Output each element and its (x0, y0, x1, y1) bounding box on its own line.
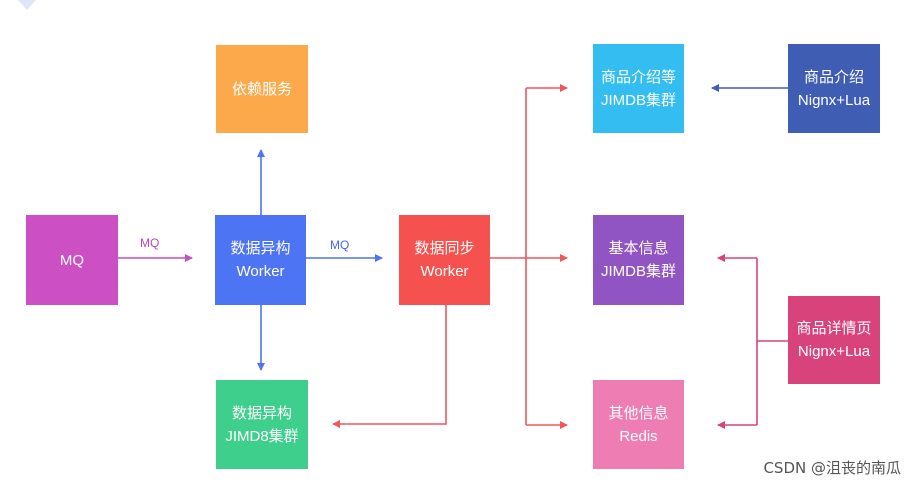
node-label-line: Worker (420, 263, 469, 280)
node-label-line: MQ (59, 251, 85, 269)
node-basic-jimdb: 基本信息 JIMDB集群 (593, 215, 684, 305)
node-label-line: 基本信息 (608, 240, 669, 257)
node-mq: MQ (26, 215, 118, 305)
node-detail-nginx: 商品详情页 Nignx+Lua (788, 296, 880, 384)
node-intro-nginx: 商品介绍 Nignx+Lua (788, 44, 880, 133)
node-label-line: 数据异构 (231, 404, 292, 422)
node-label-line: 商品介绍 (803, 68, 864, 86)
node-label-line: 商品介绍等 (600, 68, 676, 86)
watermark: CSDN @沮丧的南瓜 (763, 459, 901, 477)
node-label-line: Worker (236, 263, 285, 280)
edge-label-mq-2: MQ (330, 238, 350, 252)
node-label-line: 数据同步 (414, 240, 475, 257)
node-label-line: 商品详情页 (796, 320, 872, 337)
node-label-line: JIMDB集群 (600, 263, 676, 280)
node-intro-jimdb: 商品介绍等 JIMDB集群 (593, 44, 684, 133)
node-label-line: Redis (619, 427, 658, 445)
node-label-line: 依赖服务 (231, 80, 292, 98)
corner-marker (18, 0, 36, 10)
node-label-line: Nignx+Lua (797, 91, 871, 109)
node-hetero-jimdb: 数据异构 JIMD8集群 (216, 380, 308, 469)
node-label-line: JIMDB集群 (600, 91, 676, 109)
node-label-line: JIMD8集群 (225, 427, 299, 445)
node-hetero-worker: 数据异构 Worker (215, 215, 306, 305)
edge-label-mq-1: MQ (140, 236, 160, 250)
node-label-line: 其他信息 (608, 404, 669, 422)
node-sync-worker: 数据同步 Worker (399, 215, 490, 305)
node-label-line: 数据异构 (230, 240, 291, 257)
node-label-line: Nignx+Lua (797, 343, 871, 360)
edge-detail-nginx-trunk (756, 258, 788, 425)
node-other-redis: 其他信息 Redis (593, 380, 684, 469)
node-dependency-service: 依赖服务 (216, 45, 308, 133)
edge-sync-to-hetero-jimdb (332, 305, 447, 428)
